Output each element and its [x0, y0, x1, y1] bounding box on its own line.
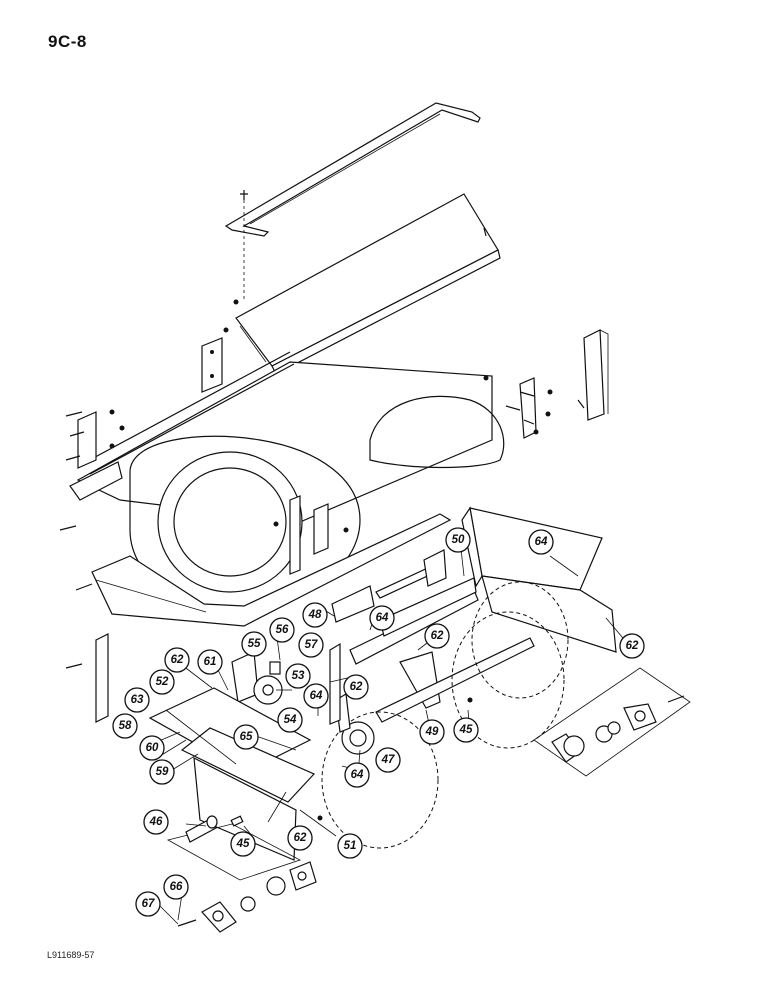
- callout-62: 62: [164, 647, 190, 673]
- callout-label: 53: [292, 670, 305, 682]
- callout-49: 49: [419, 719, 445, 745]
- callout-50: 50: [445, 527, 471, 553]
- callout-60: 60: [139, 735, 165, 761]
- callout-61: 61: [197, 649, 223, 675]
- callout-label: 48: [308, 609, 322, 621]
- callout-label: 62: [294, 832, 307, 844]
- callout-51: 51: [337, 833, 363, 859]
- callout-label: 49: [425, 726, 439, 738]
- drawing-id: L911689-57: [47, 950, 95, 960]
- callout-65: 65: [233, 724, 259, 750]
- right-bearing-group: [533, 667, 691, 777]
- short-shaft: [185, 815, 244, 843]
- callout-label: 66: [170, 881, 183, 893]
- callout-label: 55: [248, 638, 261, 650]
- callout-59: 59: [149, 759, 175, 785]
- callout-label: 62: [350, 681, 363, 693]
- hardware-bolts: [59, 227, 585, 821]
- callout-label: 45: [459, 724, 473, 736]
- callout-label: 62: [626, 640, 639, 652]
- callout-56: 56: [269, 617, 295, 643]
- callout-label: 64: [376, 612, 389, 624]
- right-upper-brackets: [519, 329, 609, 439]
- callout-label: 45: [236, 838, 250, 850]
- callout-label: 67: [142, 898, 155, 910]
- callout-label: 54: [284, 714, 297, 726]
- callout-62: 62: [343, 674, 369, 700]
- callout-label: 52: [156, 676, 169, 688]
- callout-label: 62: [171, 654, 184, 666]
- callout-57: 57: [298, 632, 324, 658]
- callout-label: 60: [146, 742, 159, 754]
- callout-64: 64: [369, 605, 395, 631]
- callout-label: 56: [276, 624, 289, 636]
- callout-label: 61: [204, 656, 217, 668]
- callout-45: 45: [230, 831, 256, 857]
- callout-47: 47: [375, 747, 401, 773]
- idler-parts: [231, 651, 283, 705]
- callout-64: 64: [528, 529, 554, 555]
- page-code: 9C-8: [48, 32, 87, 51]
- callout-62: 62: [287, 825, 313, 851]
- left-brackets: [77, 411, 109, 723]
- callout-64: 64: [303, 683, 329, 709]
- callout-45: 45: [453, 717, 479, 743]
- callout-label: 46: [149, 816, 163, 828]
- top-rail: [224, 102, 481, 300]
- callout-66: 66: [163, 874, 189, 900]
- callout-label: 65: [240, 731, 253, 743]
- upper-shaft: [331, 549, 447, 623]
- top-hood: [235, 193, 501, 375]
- lower-bearing-group: [177, 861, 317, 933]
- center-brackets: [289, 495, 329, 575]
- callout-label: 64: [310, 690, 323, 702]
- callouts: 45 45 46 47 48 49 50 51 52 53 54 55 56 5…: [112, 527, 645, 917]
- callout-label: 58: [119, 720, 132, 732]
- drum-shell: [69, 351, 505, 614]
- callout-62: 62: [619, 633, 645, 659]
- callout-label: 62: [431, 630, 444, 642]
- callout-48: 48: [302, 602, 328, 628]
- callout-label: 63: [131, 694, 144, 706]
- callout-62: 62: [424, 623, 450, 649]
- callout-label: 47: [381, 754, 395, 766]
- lower-shield: [148, 687, 316, 881]
- callout-52: 52: [149, 669, 175, 695]
- callout-label: 59: [156, 766, 169, 778]
- callout-label: 51: [344, 840, 357, 852]
- callout-53: 53: [285, 663, 311, 689]
- callout-label: 64: [351, 769, 364, 781]
- callout-55: 55: [241, 631, 267, 657]
- left-upper-bracket: [201, 337, 223, 393]
- callout-label: 57: [305, 639, 318, 651]
- callout-46: 46: [143, 809, 169, 835]
- callout-67: 67: [135, 891, 161, 917]
- callout-64: 64: [344, 762, 370, 788]
- left-side-panel: [91, 513, 452, 627]
- callout-label: 64: [535, 536, 548, 548]
- callout-58: 58: [112, 713, 138, 739]
- callout-label: 50: [452, 534, 465, 546]
- callout-54: 54: [277, 707, 303, 733]
- callout-63: 63: [124, 687, 150, 713]
- rotor-assembly: [321, 577, 569, 849]
